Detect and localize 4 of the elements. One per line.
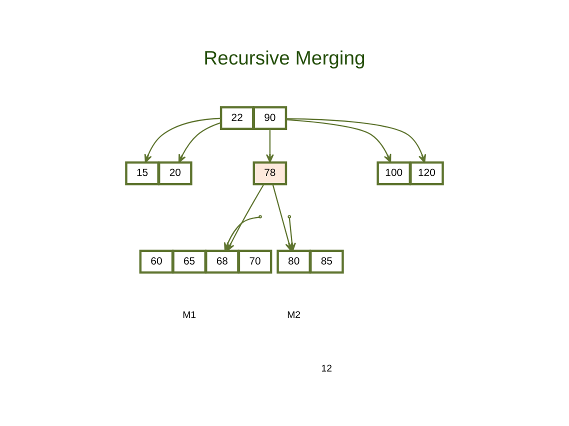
diagram-title: Recursive Merging xyxy=(204,48,366,70)
label: 12 xyxy=(321,364,332,375)
label: M1 xyxy=(182,310,196,321)
label: M2 xyxy=(287,310,301,321)
